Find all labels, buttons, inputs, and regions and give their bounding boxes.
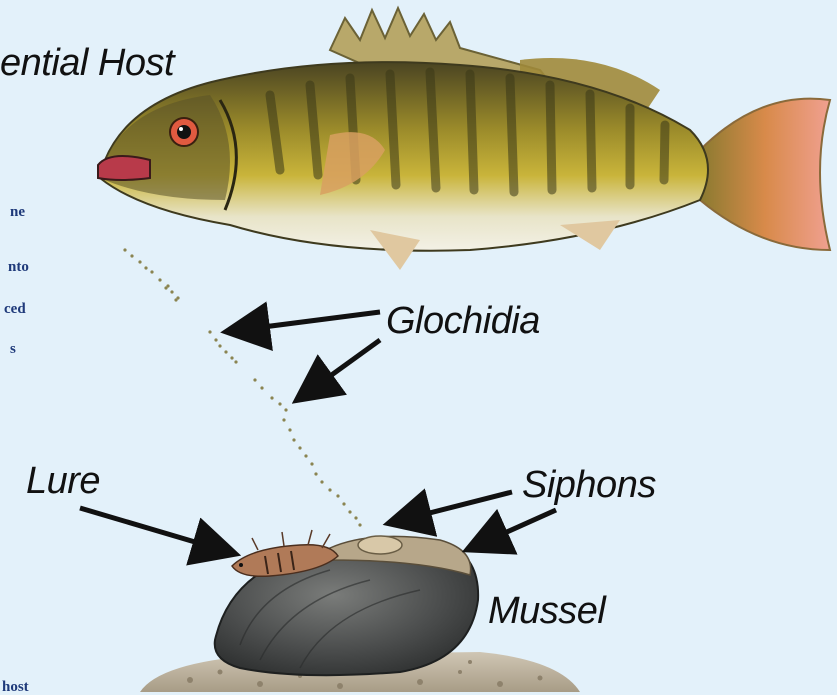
side-text-1: ne <box>10 205 25 220</box>
label-host: ential Host <box>0 44 174 82</box>
pointer-arrows <box>80 312 556 550</box>
side-text-3: ced <box>4 302 26 317</box>
arrow-siphons-2 <box>480 510 556 544</box>
arrow-glochidia-1 <box>240 312 380 330</box>
label-siphons: Siphons <box>522 466 656 504</box>
label-glochidia: Glochidia <box>386 302 540 340</box>
label-mussel: Mussel <box>488 592 605 630</box>
side-text-5: host <box>2 680 29 695</box>
smallmouth-bass-icon <box>98 8 830 270</box>
label-lure: Lure <box>26 462 100 500</box>
arrow-lure <box>80 508 222 550</box>
arrow-glochidia-2 <box>308 340 380 392</box>
glochidia-particles <box>123 248 361 526</box>
arrow-siphons-1 <box>402 492 512 520</box>
side-text-2: nto <box>8 260 29 275</box>
side-text-4: s <box>10 342 16 357</box>
